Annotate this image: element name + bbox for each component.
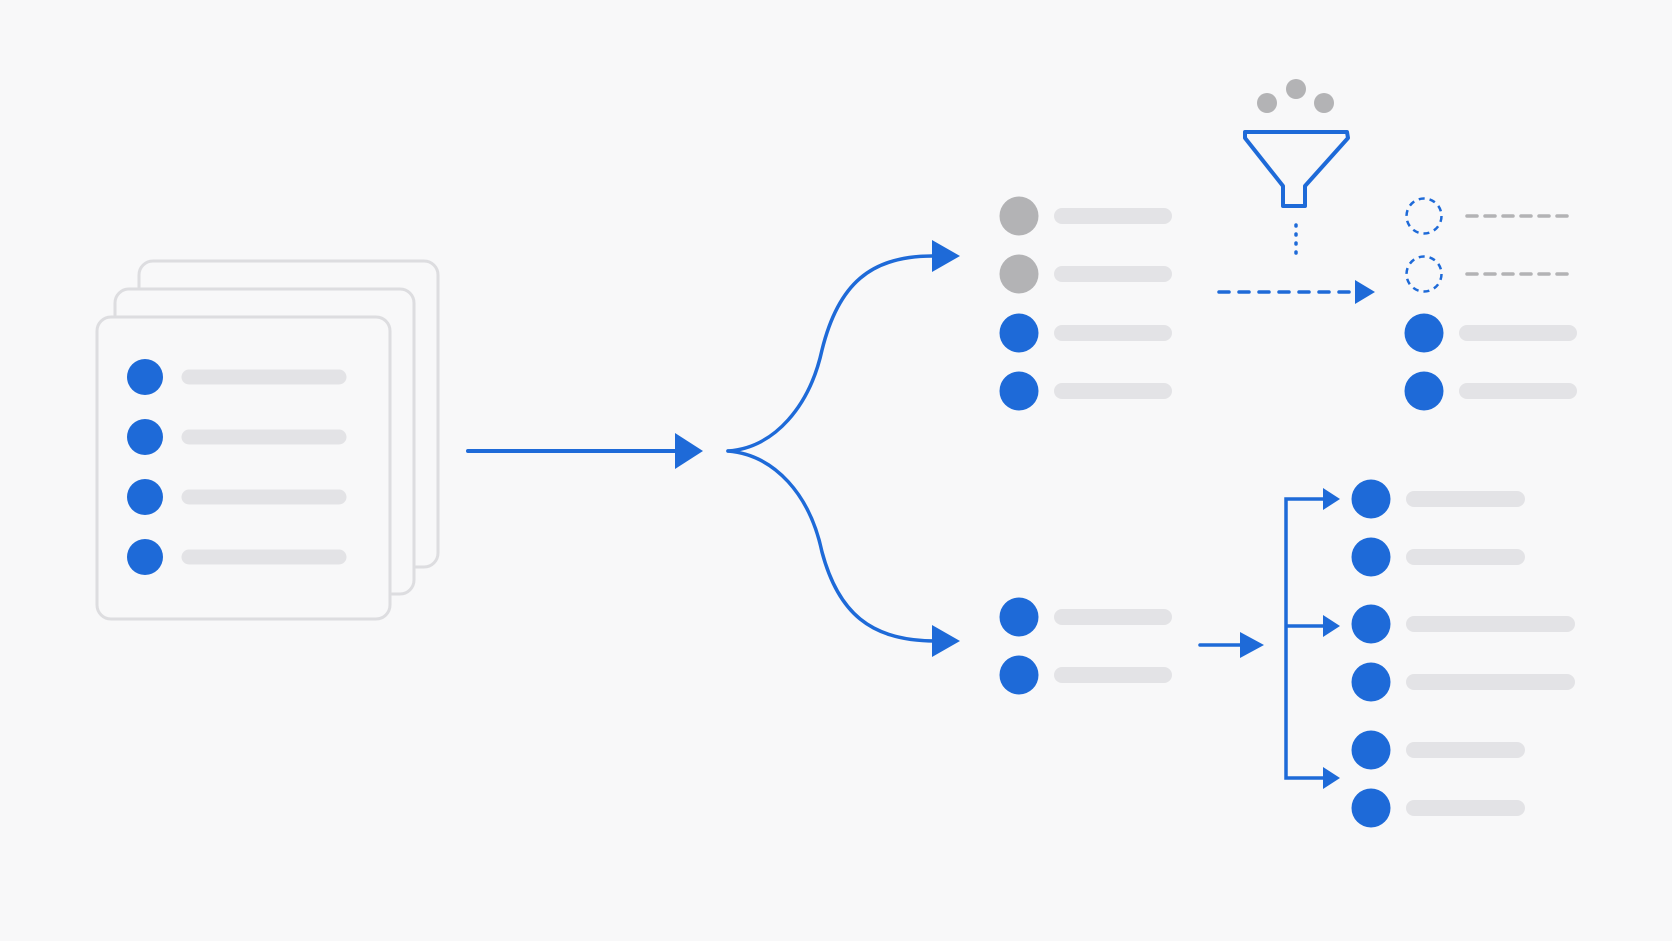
expand-step [1198, 488, 1340, 789]
main-arrow-head [675, 433, 703, 469]
upper-branch-list [999, 196, 1172, 411]
list-row [1404, 371, 1577, 411]
active-dot-icon [1351, 479, 1391, 519]
active-dot-icon [127, 419, 163, 455]
funnel-input-dots [1257, 79, 1334, 113]
split-arrowhead-upper [932, 240, 960, 272]
card-front [95, 315, 392, 621]
source-card-stack [95, 259, 440, 621]
active-dot-icon [1351, 788, 1391, 828]
list-row [999, 254, 1172, 294]
list-row [1351, 479, 1525, 519]
expanded-group [1351, 479, 1525, 577]
split-arrowhead-lower [932, 625, 960, 657]
expand-arrowhead-top [1323, 488, 1340, 510]
removed-marker-icon [1405, 197, 1443, 235]
expand-arrowhead [1240, 632, 1264, 658]
expanded-group [1351, 730, 1525, 828]
list-row [1351, 662, 1575, 702]
list-row [1404, 313, 1577, 353]
list-row [999, 313, 1172, 353]
active-dot-icon [999, 371, 1039, 411]
filter-step [1217, 79, 1375, 304]
lower-branch-list [999, 597, 1172, 695]
active-dot-icon [1351, 604, 1391, 644]
main-arrow [466, 433, 703, 469]
split-curves [726, 254, 937, 643]
list-row [1405, 197, 1571, 235]
active-dot-icon [127, 539, 163, 575]
funnel-input-dot-icon [1314, 93, 1334, 113]
inactive-dot-icon [999, 254, 1039, 294]
active-dot-icon [127, 479, 163, 515]
active-dot-icon [999, 313, 1039, 353]
filtered-result-list [1404, 197, 1577, 411]
removed-marker-icon [1405, 255, 1443, 293]
expand-arrowhead-mid [1323, 615, 1340, 637]
list-row [127, 539, 347, 575]
active-dot-icon [999, 655, 1039, 695]
funnel-input-dot-icon [1286, 79, 1306, 99]
list-row [999, 196, 1172, 236]
funnel-icon [1243, 130, 1350, 208]
list-row [1351, 604, 1575, 644]
expand-arrowhead-bottom [1323, 767, 1340, 789]
list-row [999, 655, 1172, 695]
split-curve-lower [726, 449, 937, 643]
list-row [1351, 730, 1525, 770]
list-row [1351, 537, 1525, 577]
funnel-input-dot-icon [1257, 93, 1277, 113]
active-dot-icon [1351, 730, 1391, 770]
active-dot-icon [127, 359, 163, 395]
inactive-dot-icon [999, 196, 1039, 236]
split-arrowheads [932, 240, 960, 657]
active-dot-icon [1351, 662, 1391, 702]
expand-bracket-line [1284, 497, 1328, 780]
active-dot-icon [1404, 371, 1444, 411]
list-row [999, 371, 1172, 411]
list-row [127, 419, 347, 455]
list-row [127, 359, 347, 395]
source-rows [127, 359, 347, 575]
split-curve-upper [726, 254, 937, 453]
filter-dashed-arrowhead [1355, 280, 1375, 304]
active-dot-icon [1351, 537, 1391, 577]
active-dot-icon [1404, 313, 1444, 353]
expanded-group [1351, 604, 1575, 702]
list-row [127, 479, 347, 515]
list-row [1405, 255, 1571, 293]
list-row [1351, 788, 1525, 828]
expanded-result-list [1351, 479, 1575, 828]
active-dot-icon [999, 597, 1039, 637]
list-row [999, 597, 1172, 637]
